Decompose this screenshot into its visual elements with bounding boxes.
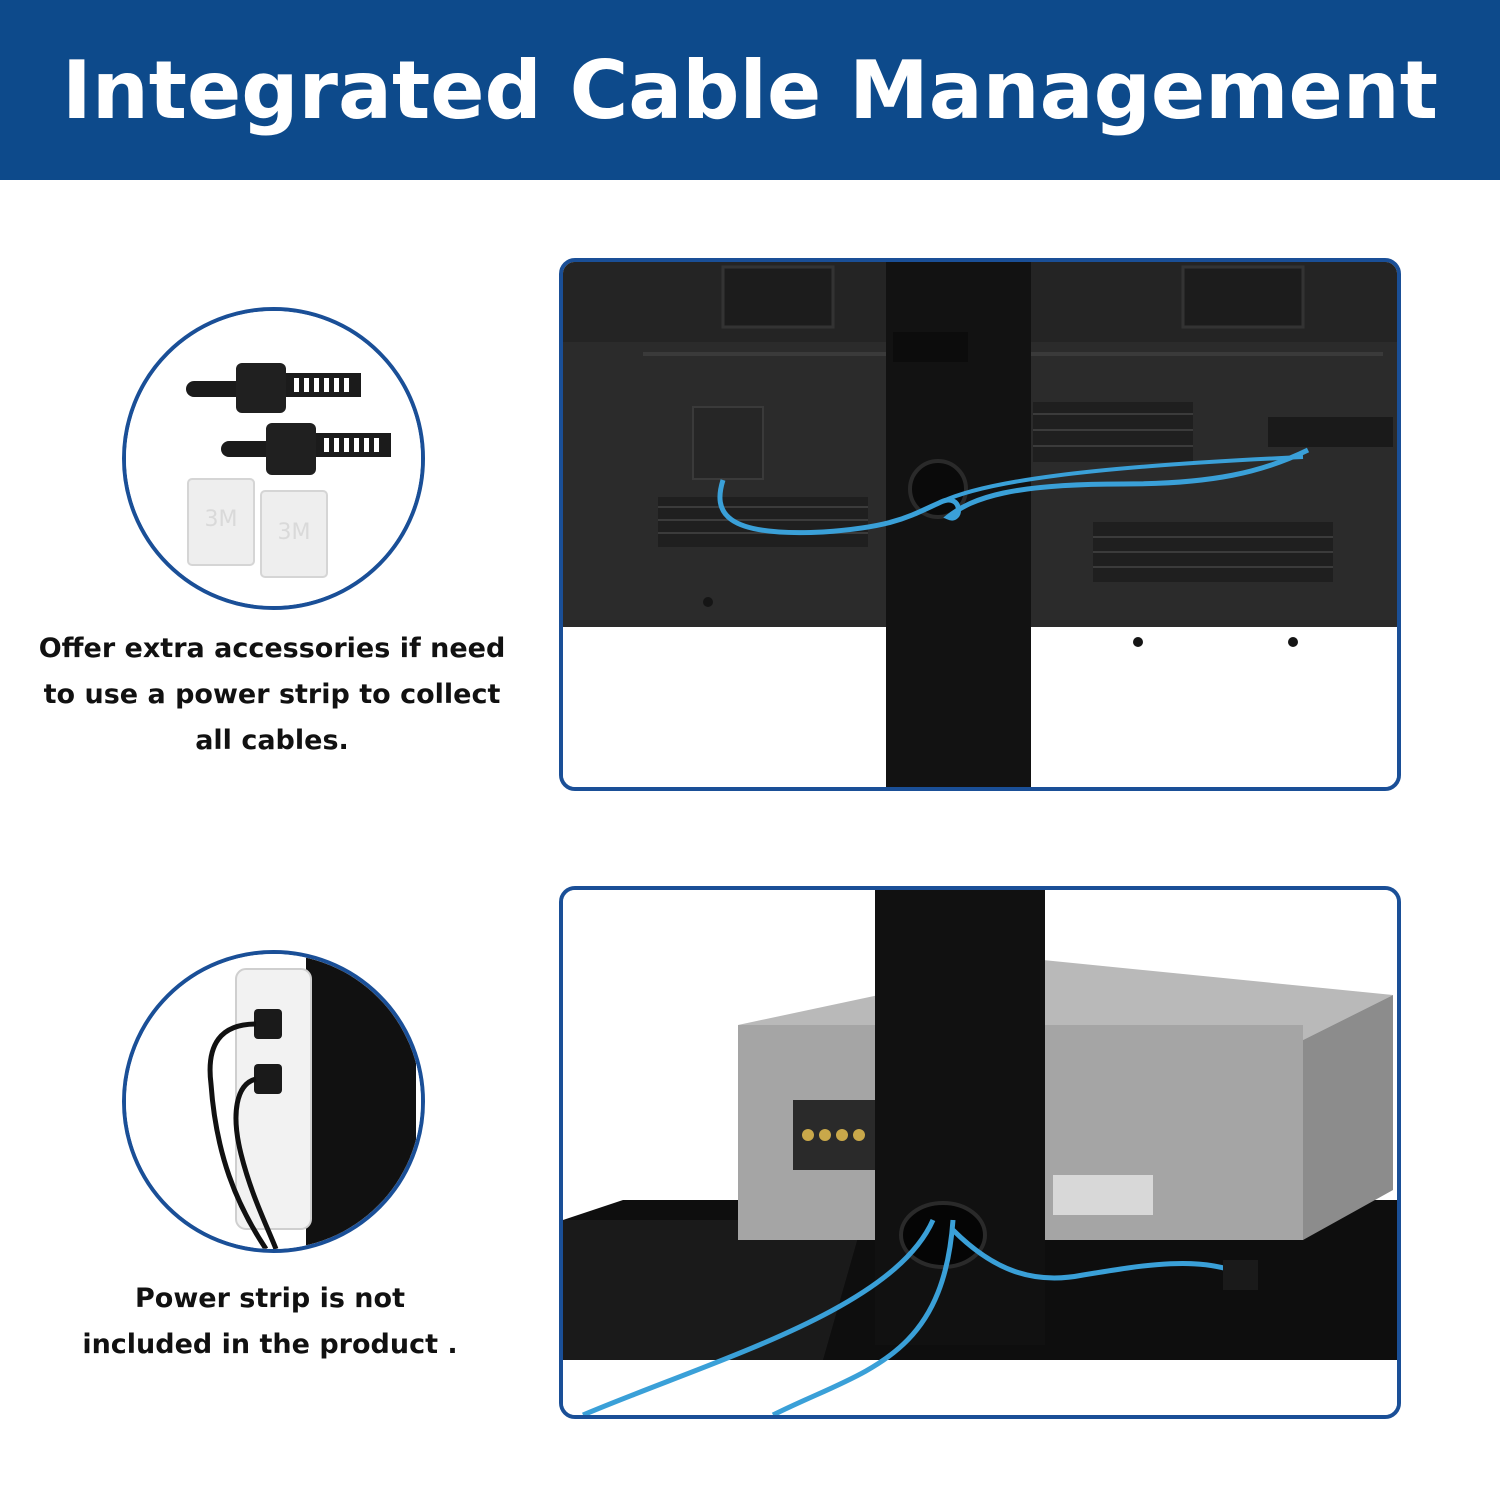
- caption-line: Offer extra accessories if need: [38, 633, 506, 664]
- power-strip-caption: Power strip is not included in the produ…: [30, 1276, 510, 1368]
- header-banner: Integrated Cable Management: [0, 0, 1500, 180]
- tv-back-cable-routing-photo: [559, 258, 1401, 791]
- accessories-caption: Offer extra accessories if need to use a…: [32, 626, 512, 764]
- svg-text:3M: 3M: [205, 507, 238, 532]
- caption-line: to use a power strip to collect: [43, 679, 501, 710]
- caption-line: Power strip is not: [135, 1283, 405, 1314]
- power-strip-icon: [122, 950, 425, 1253]
- svg-text:3M: 3M: [278, 520, 311, 545]
- caption-line: all cables.: [195, 725, 349, 756]
- cable-clip-accessories-icon: 3M 3M: [122, 307, 425, 610]
- page-title: Integrated Cable Management: [62, 43, 1438, 137]
- stand-base-cable-routing-photo: [559, 886, 1401, 1419]
- caption-line: included in the product .: [82, 1329, 458, 1360]
